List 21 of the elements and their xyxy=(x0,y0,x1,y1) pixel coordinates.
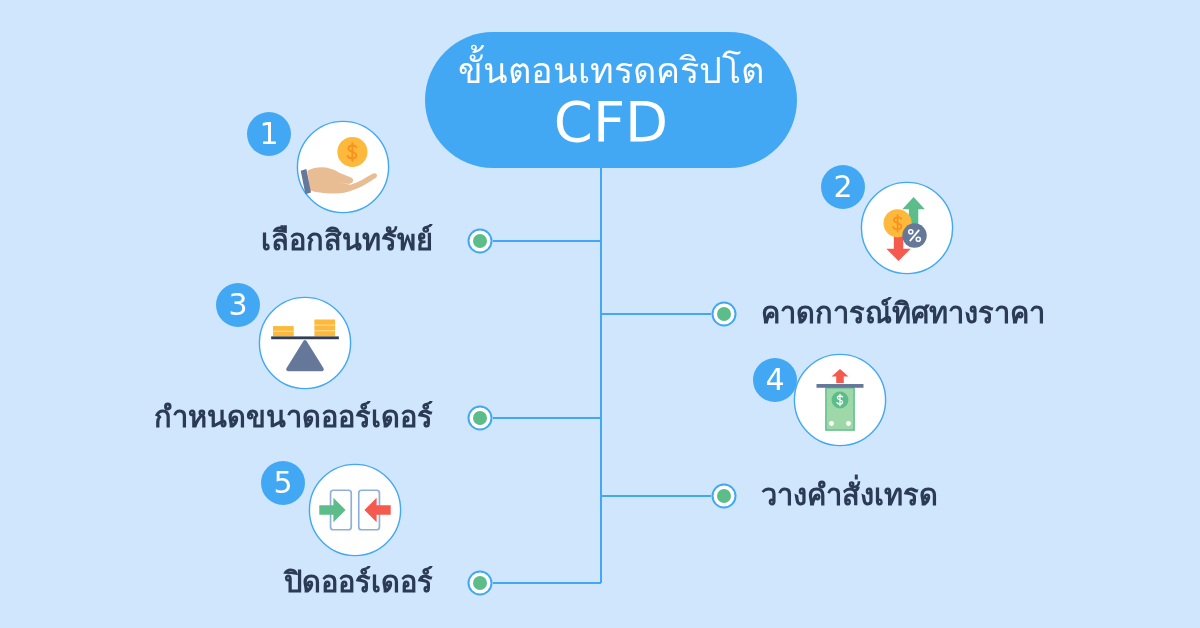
price-arrows-icon xyxy=(860,181,954,275)
swap-arrows-icon xyxy=(308,463,402,557)
connector-line xyxy=(492,240,602,242)
hand-coin-icon xyxy=(296,120,390,214)
connector-line xyxy=(600,313,712,315)
number-badge: 5 xyxy=(261,461,305,505)
step-label: คาดการณ์ทิศทางราคา xyxy=(761,295,1045,333)
connector-line xyxy=(492,417,602,419)
step-label: เลือกสินทรัพย์ xyxy=(261,222,433,260)
number-badge: 3 xyxy=(216,283,260,327)
number-badge: 1 xyxy=(247,112,291,156)
balance-scale-icon xyxy=(258,296,352,390)
cash-slot-icon xyxy=(793,353,887,447)
step-label: กำหนดขนาดออร์เดอร์ xyxy=(154,399,433,437)
connector-line xyxy=(492,582,602,584)
connector-line xyxy=(600,167,602,584)
connector-line xyxy=(600,495,712,497)
subtitle-text: CFD xyxy=(553,93,669,152)
number-badge: 4 xyxy=(753,358,797,402)
number-badge: 2 xyxy=(821,165,865,209)
step-label: ปิดออร์เดอร์ xyxy=(284,564,433,602)
